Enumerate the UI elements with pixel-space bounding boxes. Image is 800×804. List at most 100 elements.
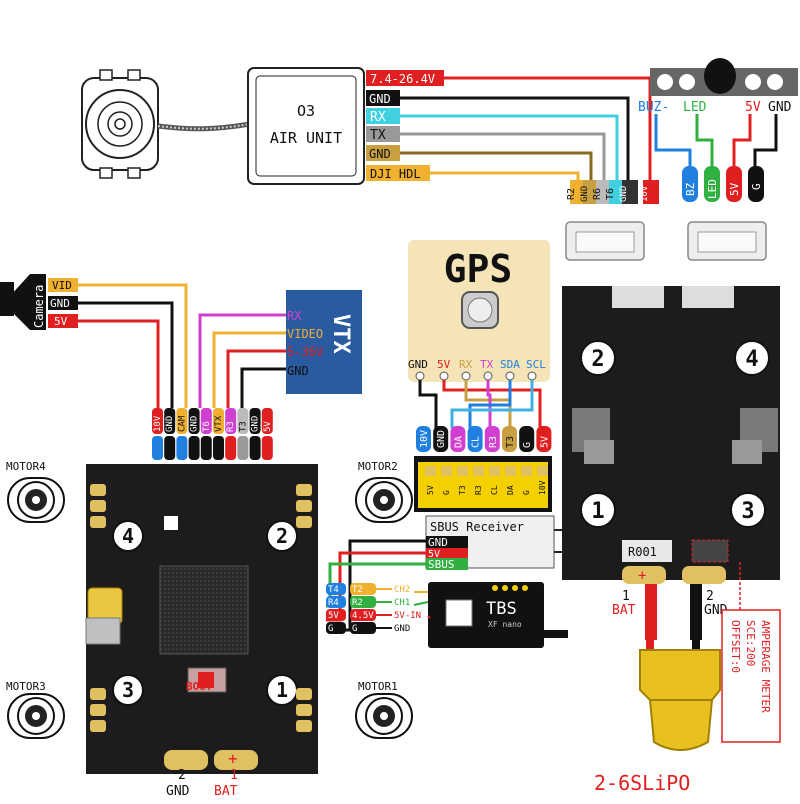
motor-shaft: [32, 712, 40, 720]
fc-rx-pad-right-label: 4.5V: [352, 611, 374, 621]
esc-bat-num: 1: [622, 589, 630, 604]
gps-module: GPS GND 5V RX TX SDA SCL: [408, 240, 550, 382]
air-pad-label: R2: [566, 188, 577, 200]
esc-motor-number: 1: [591, 499, 604, 524]
gps-pin-label: 5V: [437, 358, 451, 371]
fc-top-pad-label: GND: [251, 416, 261, 432]
esc-motor-number-circle: [580, 492, 616, 528]
fc-top-pad-label: GND: [190, 416, 200, 432]
air-wire-label: RX: [370, 110, 386, 125]
esc-connector-pin: [489, 466, 500, 476]
bz-pad-label: BZ: [684, 182, 697, 196]
sbus-title: SBUS Receiver: [430, 520, 524, 534]
fc-motor-number-circle: [266, 520, 298, 552]
esc-header-pad: [484, 426, 500, 452]
fc-lower-pad: [164, 436, 176, 460]
air-pad-label: R6: [592, 188, 603, 200]
fc-lower-pad: [225, 436, 237, 460]
esc-motor-number: 3: [741, 499, 754, 524]
fc-gnd-label: GND: [166, 784, 190, 799]
esc-header-pad: [433, 426, 449, 452]
esc-header-pad: [502, 426, 517, 452]
fpv-camera: Camera: [0, 274, 46, 330]
fc-motor-number-circle: [112, 674, 144, 706]
air-pad-label: T6: [605, 188, 616, 200]
esc-header-pad-label: T3: [505, 436, 516, 448]
fc-rx-wire-label: CH2: [394, 585, 410, 595]
vtx-title: VTX: [328, 314, 353, 354]
camera-wire-labels: VID GND 5V: [48, 278, 78, 328]
esc-connector-label: G: [442, 490, 451, 495]
vtx-wire-label: 5-36V: [287, 345, 323, 359]
tbs-brand: TBS: [486, 599, 517, 619]
g-pad-label: G: [750, 183, 763, 190]
fc-top-pad: [261, 408, 273, 434]
fc-lower-pad: [261, 436, 273, 460]
esc-header-pad-label: CL: [471, 436, 482, 448]
buzzer-led-header: BUZ- LED 5V GND: [638, 58, 798, 115]
fc-lower-pad: [152, 436, 163, 460]
fc-top-pad-label: T3: [238, 421, 248, 432]
fc-top-pad-label: 10V: [153, 415, 163, 432]
gps-pin-label: GND: [408, 358, 428, 371]
esc-header-pad: [416, 426, 431, 452]
vtx-module: VTX RX VIDEO 5-36V GND: [286, 290, 362, 394]
fc-rx-pad-left: [326, 596, 346, 608]
sbus-wire-label: 5V: [428, 549, 440, 560]
buzzer-led-pads: BZ LED 5V G: [682, 166, 764, 202]
air-wire-label: DJI HDL: [370, 167, 421, 181]
air-unit-wires: [400, 76, 652, 180]
esc-connector-label: T3: [458, 485, 467, 495]
fc-top-pad: [152, 408, 163, 434]
esc-connector-pin: [457, 466, 468, 476]
air-wire-label: GND: [369, 147, 391, 161]
motor-label: MOTOR1: [358, 680, 398, 693]
fc-motor-number-circle: [112, 520, 144, 552]
gps-pin-label: TX: [480, 358, 494, 371]
led-pad-label: LED: [706, 179, 719, 199]
fc-top-pad: [213, 408, 224, 434]
fc-rx-pad-left: [326, 583, 346, 595]
plus-sign: +: [638, 568, 646, 584]
fc-top-pad: [200, 408, 212, 434]
esc-header-connector: [414, 456, 552, 512]
esc-board: R001: [562, 286, 780, 580]
fc-top-pad: [237, 408, 249, 434]
fc-rx-pad-right-label: R2: [352, 598, 363, 608]
fc-motor-number: 2: [276, 524, 288, 548]
camera-label: Camera: [32, 285, 46, 328]
fc-motor-number: 4: [122, 524, 134, 548]
air-wire-label: TX: [370, 128, 386, 143]
esc-connector-label: CL: [490, 485, 499, 495]
esc-connector-label: R3: [474, 485, 483, 495]
amperage-meter-title: AMPERAGE METER: [759, 620, 772, 713]
gps-pin-label: SCL: [526, 358, 546, 371]
tbs-wire: [427, 615, 431, 619]
gps-title: GPS: [444, 247, 513, 291]
esc-motor-number-circle: [734, 340, 770, 376]
fc-top-pad-label: VTX: [214, 415, 224, 432]
o3-camera-lens: [81, 69, 251, 179]
fc-lower-pad: [176, 436, 188, 460]
motor-label: MOTOR3: [6, 680, 46, 693]
camera-wire-label: 5V: [54, 315, 68, 328]
o3-air-unit: O3 AIR UNIT: [247, 67, 365, 185]
air-pad-label: 10V: [640, 185, 650, 202]
esc-header-pad-label: GND: [436, 430, 447, 448]
esc-connector-pin: [505, 466, 516, 476]
motor-shaft: [32, 496, 40, 504]
fc-rx-pad-right: [350, 609, 376, 621]
amperage-meter-scale: SCE:200: [744, 620, 757, 666]
vtx-wire-label: RX: [287, 309, 302, 323]
fc-usb-port: [85, 617, 121, 645]
air-wire-label: GND: [369, 92, 391, 106]
camera-wire-label: VID: [52, 279, 72, 292]
fc-lower-pad: [249, 436, 261, 460]
esc-sockets: [565, 221, 767, 261]
fc-rx-wire-label: 5V-IN: [394, 611, 421, 621]
sbus-wire-label: GND: [428, 536, 448, 549]
5v-pad-label: 5V: [728, 182, 741, 196]
fc-rx-wire-label: CH1: [394, 598, 410, 608]
